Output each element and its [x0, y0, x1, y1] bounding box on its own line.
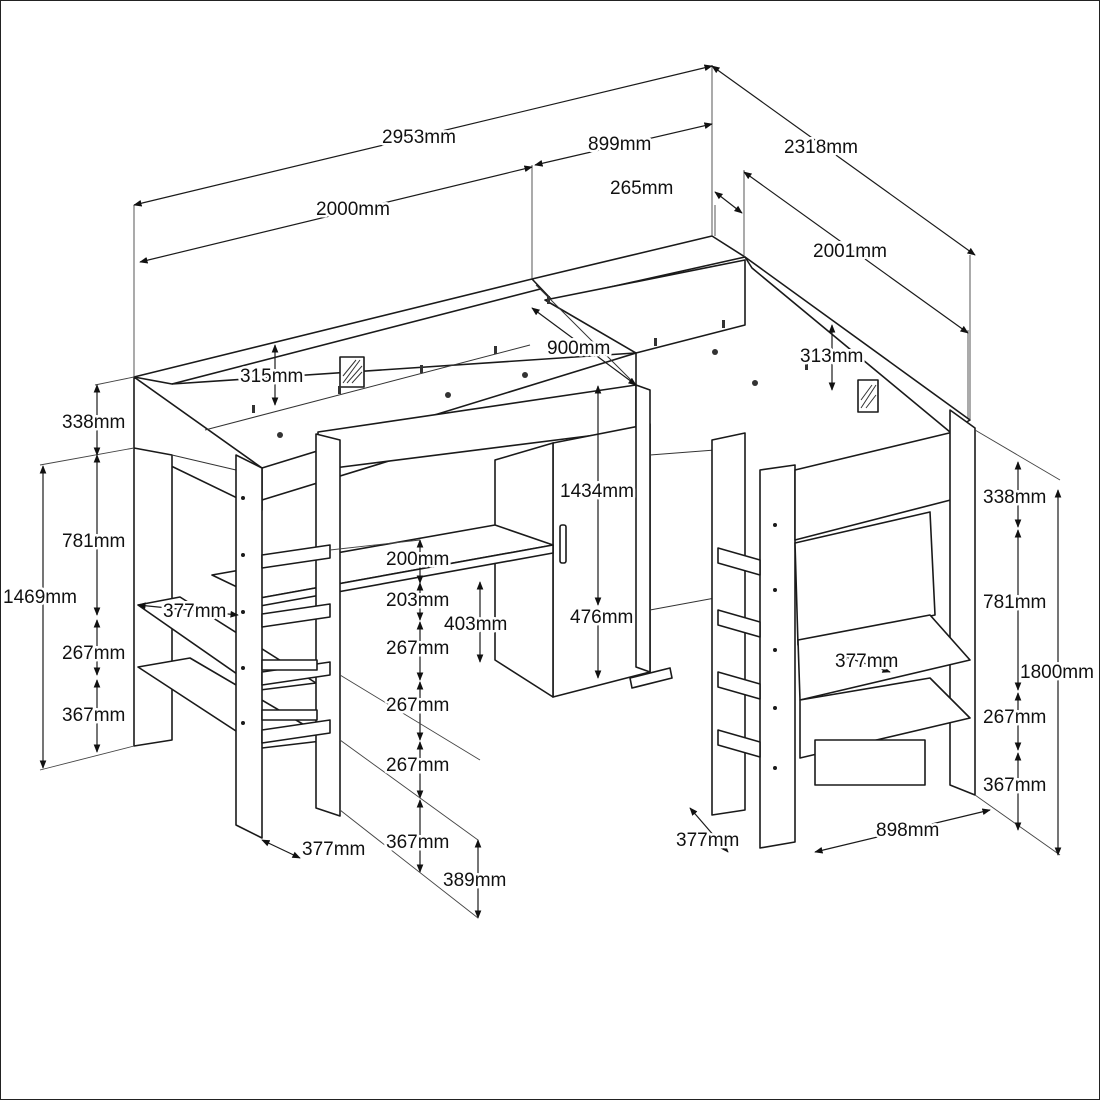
label-ladder-base: 389mm: [443, 870, 506, 891]
right-step-2: [717, 609, 761, 638]
label-left-shelf-gap-1: 267mm: [62, 643, 125, 664]
label-overall-length: 2953mm: [382, 127, 456, 148]
label-desk-height: 403mm: [444, 614, 507, 635]
right-step-4: [717, 729, 761, 758]
label-ladder-step-3: 267mm: [386, 755, 449, 776]
wardrobe-side: [494, 442, 554, 698]
label-wardrobe-lower: 476mm: [570, 607, 633, 628]
label-right-total-height: 1800mm: [1020, 662, 1094, 683]
ladder-rung-a: [261, 659, 318, 671]
furniture-drawing: [133, 235, 976, 849]
label-ladder-step-2: 267mm: [386, 695, 449, 716]
label-guard-height-left: 315mm: [240, 366, 303, 387]
label-right-shelf-gap-1: 267mm: [983, 707, 1046, 728]
dim-2318: [711, 65, 976, 256]
label-right-upper-gap: 781mm: [983, 592, 1046, 613]
label-bed-length-left: 2000mm: [316, 199, 390, 220]
dim-2001: [743, 171, 969, 334]
label-left-shelf-depth: 377mm: [163, 601, 226, 622]
right-end-leg: [949, 409, 976, 796]
label-right-bed-width: 898mm: [876, 820, 939, 841]
right-step-1: [717, 547, 761, 576]
dim-265: [714, 191, 743, 214]
label-right-ladder-depth: 377mm: [676, 830, 739, 851]
label-overall-depth-right: 2318mm: [784, 137, 858, 158]
right-ladder-post-front: [759, 464, 796, 849]
ladder-step-4: [261, 719, 331, 744]
label-wardrobe-height: 1434mm: [560, 481, 634, 502]
label-ladder-step-4: 367mm: [386, 832, 449, 853]
label-ladder-depth-left: 377mm: [302, 839, 365, 860]
label-ladder-step-1: 267mm: [386, 638, 449, 659]
label-bed-length-right: 2001mm: [813, 241, 887, 262]
label-right-shelf-depth: 377mm: [835, 651, 898, 672]
right-step-3: [717, 671, 761, 700]
dim-900: [531, 307, 637, 386]
dimension-labels: 2953mm 2000mm 899mm 2318mm 265mm 2001mm …: [1, 125, 1097, 894]
center-post: [635, 384, 651, 673]
right-desk: [794, 511, 936, 646]
dim-899: [534, 122, 713, 167]
dimension-lines: [39, 64, 1062, 919]
label-guard-height-right: 313mm: [800, 346, 863, 367]
label-right-shelf-gap-2: 367mm: [983, 775, 1046, 796]
label-left-total-height: 1469mm: [3, 587, 77, 608]
ladder-rung-b: [261, 709, 318, 721]
label-connector-width: 899mm: [588, 134, 651, 155]
door-handle: [559, 524, 567, 564]
right-under-drawer: [814, 739, 926, 786]
label-right-top-panel: 338mm: [983, 487, 1046, 508]
label-desk-gap: 200mm: [386, 549, 449, 570]
ladder-step-2: [261, 603, 331, 628]
label-left-top-panel: 338mm: [62, 412, 125, 433]
label-left-upper-gap: 781mm: [62, 531, 125, 552]
label-desk-thickness-gap: 203mm: [386, 590, 449, 611]
label-left-shelf-gap-2: 367mm: [62, 705, 125, 726]
foot-plate: [629, 667, 673, 689]
label-wardrobe-width: 900mm: [547, 338, 610, 359]
ladder-post-front: [235, 454, 263, 839]
label-offset-depth: 265mm: [610, 178, 673, 199]
right-shelf-2: [799, 677, 971, 759]
vent-grille-right: [857, 379, 879, 413]
dim-2000: [139, 165, 533, 264]
ladder-step-1: [261, 544, 331, 569]
ladder-post-back: [315, 433, 341, 817]
left-end-leg: [133, 447, 173, 747]
